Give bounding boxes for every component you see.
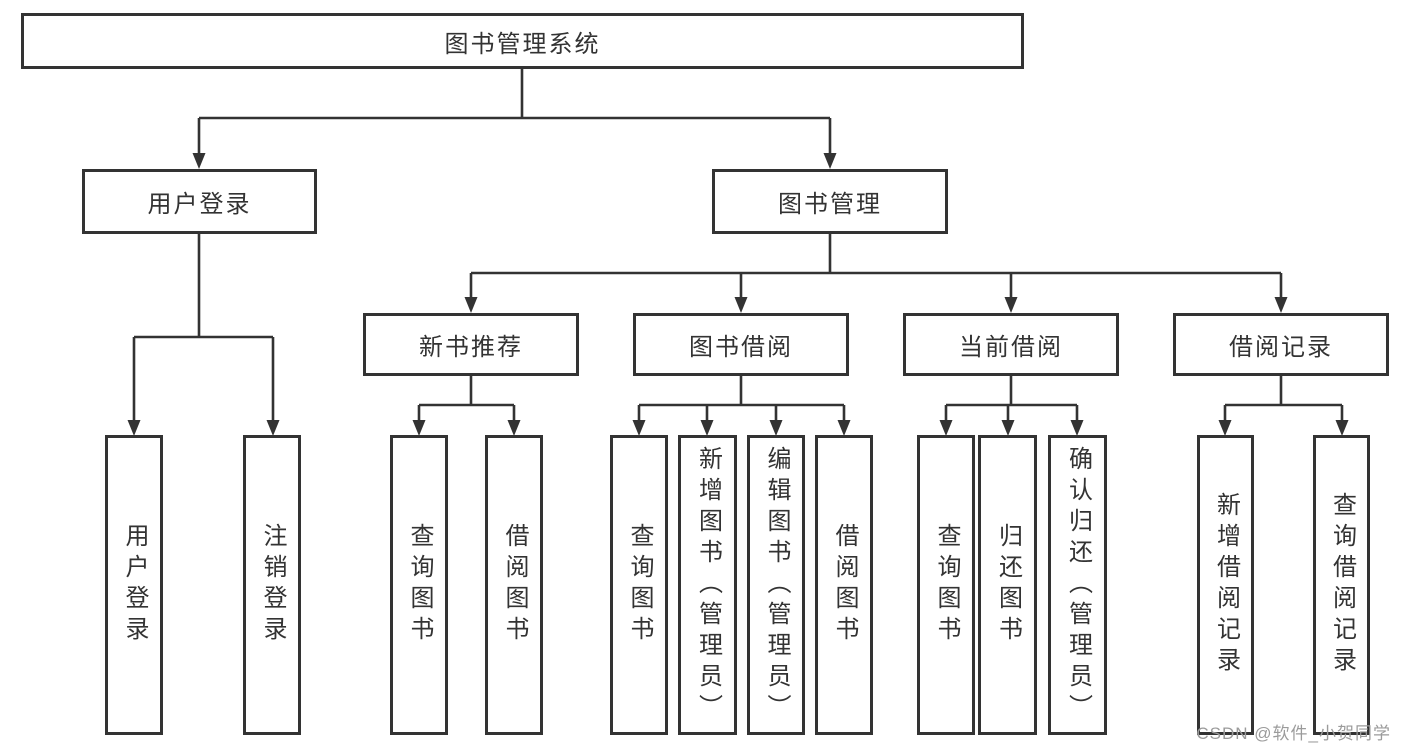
node-user-login: 用户登录: [82, 169, 317, 234]
edge-newbookrec-to-leaves: [412, 376, 521, 436]
leaf-label: 新增图书（管理员）: [694, 445, 722, 725]
node-leaf-cb-query-book: 查询图书: [917, 435, 975, 735]
node-new-book-recommend: 新书推荐: [363, 313, 579, 376]
node-current-borrow: 当前借阅: [903, 313, 1119, 376]
edge-borrowrecord-to-leaves: [1218, 376, 1349, 436]
node-leaf-bb-query-book: 查询图书: [610, 435, 668, 735]
node-borrow-record: 借阅记录: [1173, 313, 1389, 376]
node-book-borrow: 图书借阅: [633, 313, 849, 376]
leaf-label: 编辑图书（管理员）: [763, 445, 790, 725]
node-leaf-br-add-record: 新增借阅记录: [1197, 435, 1254, 735]
leaf-label: 新增借阅记录: [1212, 492, 1240, 678]
node-leaf-logout: 注销登录: [243, 435, 301, 735]
leaf-label: 归还图书: [994, 523, 1022, 647]
node-leaf-br-query-record: 查询借阅记录: [1313, 435, 1370, 735]
leaf-label: 查询借阅记录: [1328, 492, 1356, 678]
node-leaf-cb-confirm-return-admin: 确认归还（管理员）: [1048, 435, 1107, 735]
edge-currentborrow-to-leaves: [939, 376, 1084, 436]
node-leaf-rec-borrow-book: 借阅图书: [485, 435, 543, 735]
leaf-label: 查询图书: [406, 523, 433, 647]
node-leaf-cb-return-book: 归还图书: [978, 435, 1037, 735]
leaf-label: 确认归还（管理员）: [1064, 445, 1092, 725]
node-leaf-bb-borrow-book: 借阅图书: [815, 435, 873, 735]
edge-bookborrow-to-leaves: [632, 376, 851, 436]
node-root: 图书管理系统: [21, 13, 1024, 69]
edge-bookmgmt-to-level3: [464, 234, 1288, 313]
leaf-label: 借阅图书: [831, 523, 858, 647]
node-leaf-rec-query-book: 查询图书: [390, 435, 448, 735]
node-leaf-bb-edit-book-admin: 编辑图书（管理员）: [747, 435, 805, 735]
node-leaf-bb-add-book-admin: 新增图书（管理员）: [678, 435, 737, 735]
leaf-label: 注销登录: [259, 523, 286, 647]
leaf-label: 查询图书: [933, 523, 960, 647]
csdn-watermark: CSDN @软件_小贺同学: [1196, 724, 1391, 743]
edge-root-to-level2: [192, 68, 837, 169]
node-book-management: 图书管理: [712, 169, 948, 234]
node-leaf-user-login: 用户登录: [105, 435, 163, 735]
leaf-label: 借阅图书: [501, 523, 528, 647]
leaf-label: 查询图书: [626, 523, 653, 647]
edge-userlogin-to-leaves: [127, 234, 280, 436]
leaf-label: 用户登录: [121, 523, 148, 647]
